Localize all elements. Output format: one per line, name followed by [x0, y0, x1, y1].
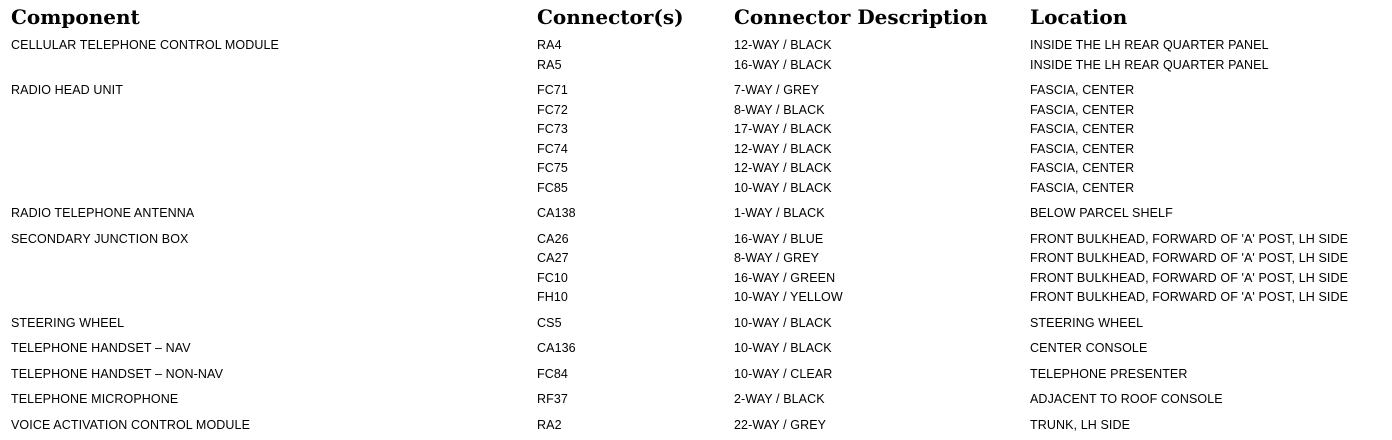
- connector-location: FASCIA, CENTER: [1030, 141, 1135, 156]
- connector-description: 10-WAY / BLACK: [734, 315, 832, 330]
- header-connectors: Connector(s): [537, 5, 684, 29]
- connector-description: 16-WAY / GREEN: [734, 270, 836, 285]
- connector-id: FH10: [537, 290, 568, 304]
- component-name: VOICE ACTIVATION CONTROL MODULE: [11, 417, 251, 432]
- connector-line: TELEPHONE HANDSET – NON-NAV FC84 10-WAY / …: [0, 365, 1392, 385]
- connector-line: FC75 12-WAY / BLACK FASCIA, CENTER: [0, 159, 1392, 179]
- component-name: TELEPHONE HANDSET – NON-NAV: [11, 366, 224, 381]
- component-name: RADIO HEAD UNIT: [11, 83, 123, 97]
- connector-description: 12-WAY / BLACK: [734, 141, 832, 156]
- table-row: TELEPHONE MICROPHONE RF37 2-WAY / BLACK ADJ…: [0, 390, 1392, 410]
- connector-location: TRUNK, LH SIDE: [1030, 417, 1131, 432]
- connector-description: 22-WAY / GREY: [734, 417, 827, 432]
- connector-location: FRONT BULKHEAD, FORWARD OF 'A' POST, LH …: [1030, 251, 1349, 265]
- component-name: CELLULAR TELEPHONE CONTROL MODULE: [11, 38, 279, 52]
- table-row: RADIO TELEPHONE ANTENNA CA138 1-WAY / BLAC…: [0, 204, 1392, 224]
- header-description: Connector Description: [734, 5, 988, 29]
- connector-id: RF37: [537, 392, 568, 406]
- connector-id: FC74: [537, 141, 568, 156]
- connector-id: FC72: [537, 102, 568, 117]
- table-header: Component Connector(s) Connector Descrip…: [0, 3, 1392, 31]
- connector-description: 7-WAY / GREY: [734, 83, 820, 97]
- connector-line: TELEPHONE HANDSET – NAV CA136 10-WAY / BLA…: [0, 339, 1392, 359]
- connector-line: RADIO TELEPHONE ANTENNA CA138 1-WAY / BLAC…: [0, 204, 1392, 224]
- connector-description: 12-WAY / BLACK: [734, 38, 832, 52]
- connector-location: FASCIA, CENTER: [1030, 83, 1135, 97]
- connector-id: CA27: [537, 251, 569, 265]
- connector-id: FC71: [537, 83, 568, 97]
- table-row: TELEPHONE HANDSET – NAV CA136 10-WAY / BLA…: [0, 339, 1392, 359]
- connector-location: ADJACENT TO ROOF CONSOLE: [1030, 392, 1223, 406]
- connector-description: 10-WAY / BLACK: [734, 180, 832, 195]
- connector-id: FC73: [537, 122, 568, 136]
- connector-id: RA4: [537, 38, 562, 52]
- connector-description: 8-WAY / BLACK: [734, 102, 825, 117]
- table-row: RADIO HEAD UNIT FC71 7-WAY / GREY FASCIA, C…: [0, 81, 1392, 198]
- table-row: STEERING WHEEL CS5 10-WAY / BLACK STEERING …: [0, 314, 1392, 334]
- connector-description: 8-WAY / GREY: [734, 251, 820, 265]
- connector-line: RADIO HEAD UNIT FC71 7-WAY / GREY FASCIA, C…: [0, 81, 1392, 101]
- connector-location: FASCIA, CENTER: [1030, 180, 1135, 195]
- component-name: STEERING WHEEL: [11, 315, 125, 330]
- table-row: TELEPHONE HANDSET – NON-NAV FC84 10-WAY / …: [0, 365, 1392, 385]
- component-name: RADIO TELEPHONE ANTENNA: [11, 206, 195, 220]
- table-row: CELLULAR TELEPHONE CONTROL MODULE RA4 12-W…: [0, 36, 1392, 75]
- header-location: Location: [1030, 5, 1128, 29]
- connector-location: INSIDE THE LH REAR QUARTER PANEL: [1030, 57, 1269, 72]
- connector-id: RA5: [537, 57, 562, 72]
- connector-location: FASCIA, CENTER: [1030, 102, 1135, 117]
- connector-description: 10-WAY / YELLOW: [734, 290, 843, 304]
- connector-location: FASCIA, CENTER: [1030, 161, 1135, 175]
- connector-location: TELEPHONE PRESENTER: [1030, 366, 1188, 381]
- connector-description: 12-WAY / BLACK: [734, 161, 832, 175]
- component-name: TELEPHONE MICROPHONE: [11, 392, 179, 406]
- connector-id: FC75: [537, 161, 568, 175]
- connector-description: 17-WAY / BLACK: [734, 122, 832, 136]
- connector-line: STEERING WHEEL CS5 10-WAY / BLACK STEERING …: [0, 314, 1392, 334]
- connector-description: 1-WAY / BLACK: [734, 206, 825, 220]
- connector-id: FC10: [537, 270, 568, 285]
- connector-id: CA136: [537, 341, 576, 355]
- connector-id: FC84: [537, 366, 568, 381]
- connector-location: FASCIA, CENTER: [1030, 122, 1135, 136]
- connector-location: STEERING WHEEL: [1030, 315, 1144, 330]
- connector-line: FC73 17-WAY / BLACK FASCIA, CENTER: [0, 120, 1392, 140]
- connector-location: FRONT BULKHEAD, FORWARD OF 'A' POST, LH …: [1030, 270, 1349, 285]
- connector-location: BELOW PARCEL SHELF: [1030, 206, 1173, 220]
- connector-description: 2-WAY / BLACK: [734, 392, 825, 406]
- connector-line: FH10 10-WAY / YELLOW FRONT BULKHEAD, FORWA…: [0, 288, 1392, 308]
- connector-description: 16-WAY / BLUE: [734, 231, 824, 246]
- connector-id: RA2: [537, 417, 562, 432]
- connector-id: FC85: [537, 180, 568, 195]
- connector-line: TELEPHONE MICROPHONE RF37 2-WAY / BLACK ADJ…: [0, 390, 1392, 410]
- connector-description: 10-WAY / BLACK: [734, 341, 832, 355]
- connector-location: FRONT BULKHEAD, FORWARD OF 'A' POST, LH …: [1030, 231, 1349, 246]
- connector-id: CS5: [537, 315, 562, 330]
- connector-line: CA27 8-WAY / GREY FRONT BULKHEAD, FORWARD …: [0, 249, 1392, 269]
- header-component: Component: [11, 5, 140, 29]
- connector-description: 10-WAY / CLEAR: [734, 366, 833, 381]
- component-name: TELEPHONE HANDSET – NAV: [11, 341, 191, 355]
- connector-line: SECONDARY JUNCTION BOX CA26 16-WAY / BLUE F…: [0, 230, 1392, 250]
- connector-location: CENTER CONSOLE: [1030, 341, 1148, 355]
- connector-line: FC74 12-WAY / BLACK FASCIA, CENTER: [0, 140, 1392, 160]
- connector-line: FC72 8-WAY / BLACK FASCIA, CENTER: [0, 101, 1392, 121]
- connector-description: 16-WAY / BLACK: [734, 57, 832, 72]
- connector-line: CELLULAR TELEPHONE CONTROL MODULE RA4 12-W…: [0, 36, 1392, 56]
- component-name: SECONDARY JUNCTION BOX: [11, 231, 189, 246]
- connector-line: RA5 16-WAY / BLACK INSIDE THE LH REAR QUAR…: [0, 56, 1392, 76]
- table-row: SECONDARY JUNCTION BOX CA26 16-WAY / BLUE F…: [0, 230, 1392, 308]
- connector-id: CA26: [537, 231, 569, 246]
- connector-line: FC10 16-WAY / GREEN FRONT BULKHEAD, FORWAR…: [0, 269, 1392, 289]
- table-body: CELLULAR TELEPHONE CONTROL MODULE RA4 12-W…: [0, 36, 1392, 435]
- connector-location: INSIDE THE LH REAR QUARTER PANEL: [1030, 38, 1269, 52]
- connector-line: FC85 10-WAY / BLACK FASCIA, CENTER: [0, 179, 1392, 199]
- table-row: VOICE ACTIVATION CONTROL MODULE RA2 22-WAY…: [0, 416, 1392, 436]
- connector-line: VOICE ACTIVATION CONTROL MODULE RA2 22-WAY…: [0, 416, 1392, 436]
- connector-location: FRONT BULKHEAD, FORWARD OF 'A' POST, LH …: [1030, 290, 1349, 304]
- connector-id: CA138: [537, 206, 576, 220]
